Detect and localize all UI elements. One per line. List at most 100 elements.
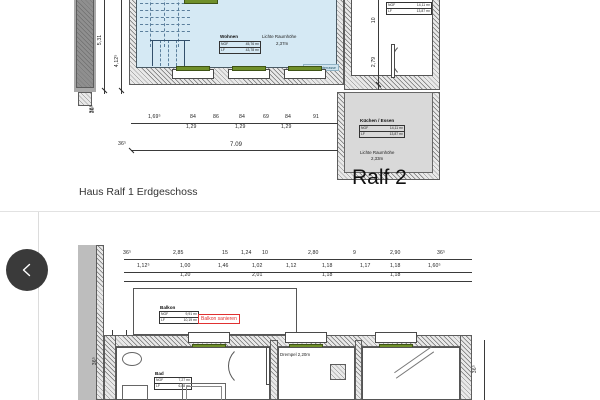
window-marker [232,66,266,71]
dim-b-8: 84 [285,114,291,120]
dim-right-line [378,0,379,90]
context-block-lower-left [78,245,96,400]
area-value: 14,11 m² [416,3,430,7]
dim-th-4: 1,18 [390,272,401,278]
dim-bottom-left-offset: 36⁵ [118,141,127,147]
staircase [140,0,190,47]
wall-lower-mid-vert-2 [355,340,362,400]
dim-right-2-79: 2,79 [370,56,377,68]
dim-t-4: 1,24 [241,250,252,256]
dim-right-lower-line [484,340,485,400]
plan-caption-upper: Haus Ralf 1 Erdgeschoss [79,186,198,198]
door-swing-bad [228,345,270,387]
door-swing [392,42,428,78]
overlay-label-ralf2: Ralf 2 [352,166,407,189]
area-key: NGF [361,126,369,130]
dim-b-2: 84 [190,114,196,120]
dim-b-1: 1,69⁵ [148,114,161,120]
dim-right-10: 10 [370,17,377,24]
wall-lower-left-vert [104,335,116,400]
dim-t-5: 10 [262,250,268,256]
dim-bottom-total: 7.09 [230,142,243,148]
area-key: NGF [221,42,229,46]
dim-t-9: 36⁵ [437,250,446,256]
area-value: 6,88 m² [178,384,191,389]
dim-b-10: 91 [313,114,319,120]
dim-th-3: 1,18 [322,272,333,278]
area-key: LF [388,9,392,14]
dim-s-6: 1,18 [322,263,333,269]
dim-left-outer-line [104,0,105,94]
fixture-washbasin [122,352,142,366]
door-leaf [391,44,395,78]
area-key: LF [221,48,225,53]
ceiling-height-label-wohnen: Lichte Raumhöhe [262,34,297,39]
room-label-balkon: Balkon [160,305,176,310]
room-kueche[interactable] [344,92,433,173]
page-divider [38,212,39,400]
annotation-balkon-sanieren[interactable]: Balkon sanieren [198,314,240,324]
dim-third-chain-line [124,281,472,282]
ceiling-height-value-wohnen: 2,37m [276,41,289,46]
area-value: 13,87 m² [389,132,403,137]
area-value: 7,27 m² [178,378,191,382]
door-leaf-bad [266,347,270,385]
window-marker-top [184,0,218,4]
area-key: LF [161,318,165,323]
prev-image-button[interactable] [6,249,48,291]
area-value: 9,91 m² [185,312,198,316]
room-wohnen[interactable] [136,0,337,68]
dim-left-5-31: 5,31 [96,34,103,46]
dim-t-6: 2,80 [308,250,319,256]
fixture-bathtub-inner [186,386,222,400]
dim-s-4: 1,02 [252,263,263,269]
room-label-wohnen: Wohnen [220,34,239,39]
wall-lower-mid-vert [270,340,278,400]
dim-s-7: 1,17 [360,263,371,269]
dim-t-3: 15 [222,250,228,256]
dim-bottom-total-line [131,150,338,151]
area-box-kueche: NGF 14,11 m² LF 13,87 m² [359,125,405,139]
window-frame [188,332,230,343]
area-value: 13,87 m² [416,9,430,14]
dim-s-3: 1,46 [218,263,229,269]
dim-b-4: 86 [213,114,219,120]
dim-t-1: 36⁵ [123,250,132,256]
room-right-lower[interactable] [362,347,460,400]
area-box-balkon: NGF 9,91 m² LF 10,19 m² [159,311,199,325]
dim-left-inner-line [121,0,122,94]
wall-bottom-left-stub [78,92,92,106]
dim-b-9: 1,29 [281,124,292,130]
dim-b-7: 69 [263,114,269,120]
context-wall-left [76,0,94,88]
window-frame [375,332,417,343]
window-frame [285,332,327,343]
area-value: 10,19 m² [183,318,197,323]
dim-s-2: 1,00 [180,263,191,269]
area-key: LF [361,132,365,137]
dim-left-4-12: 4,12⁵ [113,54,120,68]
area-key: NGF [161,312,169,316]
area-value: 14,11 m² [389,126,403,130]
dim-right-lower-label: 36⁵ [471,364,478,374]
dim-bottom-chain-line [131,123,338,124]
dim-top-chain-line [124,259,472,260]
dim-lower-left-offset: 36⁵ [91,356,98,366]
section-divider [0,211,600,212]
ceiling-height-label-kueche: Lichte Raumhöhe [360,150,395,155]
room-balkon[interactable] [133,288,297,335]
area-key: NGF [156,378,164,382]
room-label-bad: Bad [155,371,164,376]
dim-t-7: 9 [353,250,356,256]
dim-second-chain-line [124,272,472,273]
dim-t-8: 2,90 [390,250,401,256]
room-label-kueche: Küchen / Essen [360,118,395,123]
dim-t-2: 2,85 [173,250,184,256]
window-marker [176,66,210,71]
dim-s-5: 1,12 [286,263,297,269]
wall-lower-left [96,245,104,400]
area-value: 45,76 m² [245,42,259,46]
